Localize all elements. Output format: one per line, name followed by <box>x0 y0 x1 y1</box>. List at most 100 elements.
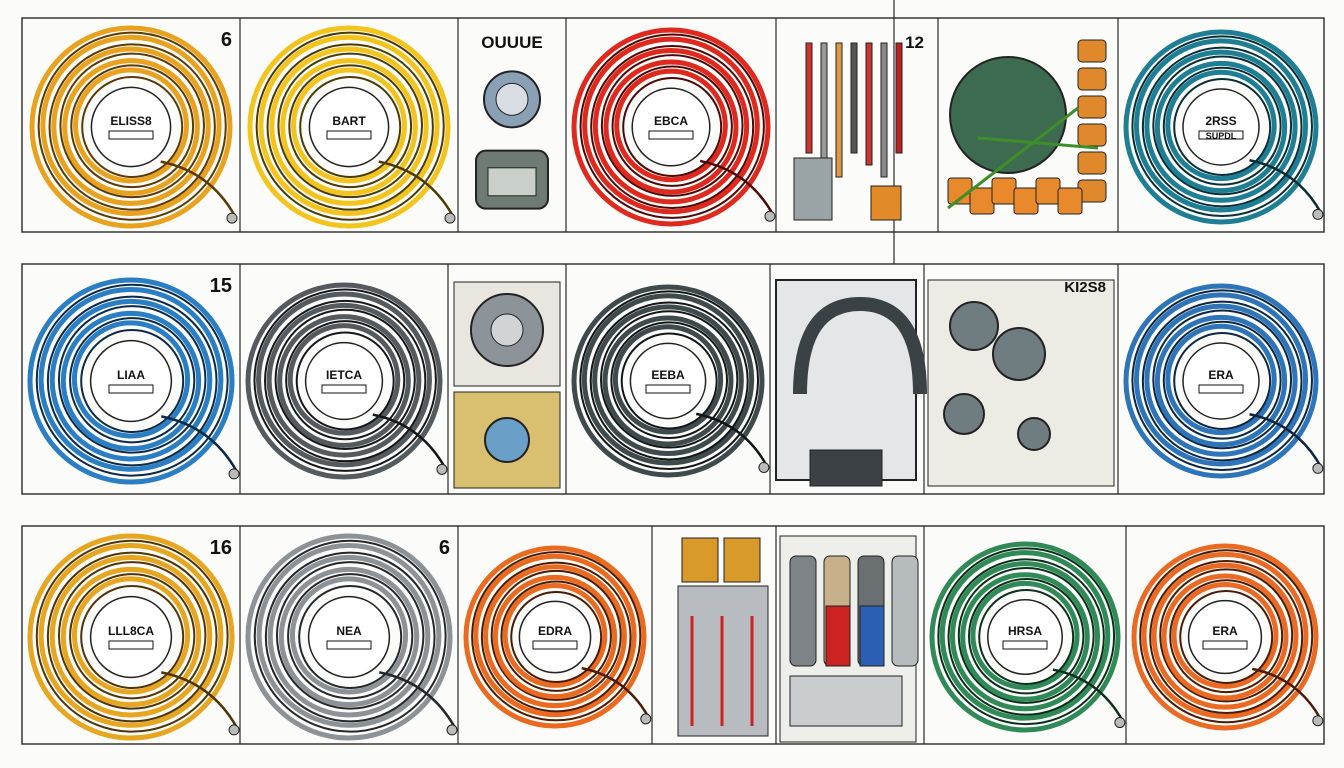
terminal-lug <box>436 463 448 475</box>
coil-spec-box <box>1202 640 1248 650</box>
coil-ring <box>612 324 724 435</box>
terminal-lug <box>1312 208 1324 220</box>
coil-ring <box>59 52 205 199</box>
coil-ring <box>81 76 184 178</box>
terminal-lug <box>758 461 770 473</box>
coil-label: ERA <box>1208 368 1234 382</box>
coil-ring <box>256 543 442 728</box>
hardware-item: KI2S8 <box>927 279 1115 487</box>
coil-ring <box>614 68 728 183</box>
coil-ring <box>35 539 229 733</box>
cable-coil-item: EDRA <box>463 545 652 729</box>
coil-ring <box>1133 38 1309 213</box>
coil-ring <box>269 46 429 206</box>
coil-label: LLL8CA <box>108 624 154 638</box>
coil-label-disc <box>89 595 173 679</box>
cable-panel-icon <box>775 279 927 487</box>
coil-ring <box>62 58 200 196</box>
hardware-item: 12 <box>793 33 924 221</box>
coil-ring <box>71 576 191 695</box>
terminal-lug <box>446 724 458 736</box>
coil-spec-box <box>1198 384 1244 394</box>
item-number: 6 <box>221 29 232 51</box>
coil-label: LIAA <box>117 368 145 382</box>
coil-ring <box>939 550 1111 721</box>
coil-ring <box>69 573 196 700</box>
coil-ring <box>937 547 1116 726</box>
coil-ring <box>579 290 760 471</box>
lead-wire <box>160 160 237 217</box>
coil-ring <box>40 34 222 217</box>
lead-wire <box>695 412 768 467</box>
coil-label-disc <box>308 86 390 168</box>
coil-spec-box <box>532 640 578 650</box>
row-frame <box>21 263 1325 495</box>
coil-ring <box>1144 49 1298 203</box>
coil-ring <box>291 67 407 184</box>
coil-sublabel: SUPDL <box>1206 131 1237 141</box>
coil-ring <box>1141 300 1303 462</box>
coil-ring <box>968 578 1085 695</box>
coil-ring <box>471 551 642 722</box>
coil-ring <box>274 308 416 450</box>
hardware-item: OUUUE <box>475 33 549 210</box>
coil-ring <box>70 64 195 189</box>
coil-ring <box>73 67 189 184</box>
cable-coil-item: EEBA <box>571 284 770 478</box>
coil-spec-box <box>648 130 694 140</box>
coil-ring <box>960 572 1090 702</box>
coil-label: EBCA <box>654 114 688 128</box>
hardware-item <box>947 39 1107 215</box>
coil-label-disc <box>1182 88 1260 166</box>
row-frame <box>21 17 1325 233</box>
terminal-lug <box>228 468 240 480</box>
coil-ring <box>1139 549 1314 724</box>
catalog-cells: ELISS86BARTOUUUEEBCA122RSSSUPDLLIAA15IET… <box>27 25 1324 743</box>
coil-ring <box>600 54 744 197</box>
coil-label-disc <box>987 599 1063 675</box>
coil-ring <box>603 59 739 195</box>
coil-ring <box>970 580 1080 690</box>
coil-ring <box>256 291 432 468</box>
coil-ring <box>483 564 627 709</box>
coil-spec-box <box>326 640 372 650</box>
motor-assembly-icon <box>453 281 561 489</box>
coil-ring <box>60 566 202 708</box>
coil-label-disc <box>307 595 391 679</box>
coil-ring <box>266 302 422 458</box>
terminal-lug <box>764 210 776 222</box>
coil-spec-box <box>1198 130 1244 140</box>
coil-ring <box>949 561 1101 712</box>
coil-ring <box>287 573 414 700</box>
coil-ring <box>611 65 733 187</box>
coil-ring <box>957 566 1095 704</box>
coil-ring <box>60 310 202 452</box>
coil-ring <box>255 31 445 221</box>
coil-ring <box>46 551 218 723</box>
lead-wire <box>372 413 446 469</box>
coil-ring <box>463 545 647 729</box>
coil-ring <box>1152 55 1293 196</box>
fuse-block-icon <box>677 537 769 737</box>
coil-label: IETCA <box>326 368 362 382</box>
coil-label-disc <box>304 341 384 421</box>
coil-ring <box>480 561 632 713</box>
coil-ring <box>80 584 185 690</box>
coil-ring <box>590 45 755 209</box>
coil-ring <box>57 305 207 454</box>
coil-ring <box>298 584 403 690</box>
coil-ring <box>1154 314 1288 448</box>
coil-ring <box>49 298 213 462</box>
coil-ring <box>1154 60 1288 194</box>
coil-ring <box>285 320 406 441</box>
coil-ring <box>277 314 411 448</box>
coil-ring <box>581 293 755 466</box>
lead-wire <box>699 159 774 215</box>
hardware-item <box>779 535 919 743</box>
coil-ring <box>600 310 739 449</box>
coil-ring <box>1152 309 1293 450</box>
coil-label: EDRA <box>538 624 572 638</box>
coil-ring <box>589 301 749 461</box>
